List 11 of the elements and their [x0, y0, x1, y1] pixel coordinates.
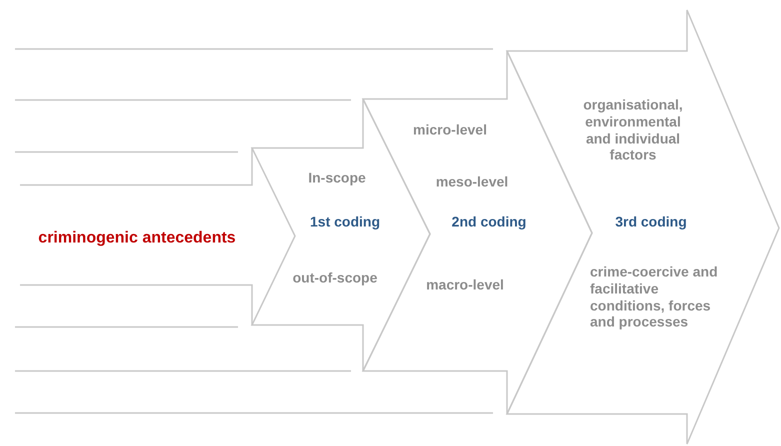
- category-label: out-of-scope: [292, 270, 378, 286]
- coding-stage-title: 1st coding: [310, 214, 380, 230]
- category-label: In-scope: [308, 170, 366, 186]
- coding-stage-title: 2nd coding: [452, 214, 526, 230]
- coding-stage-title: 3rd coding: [615, 214, 687, 230]
- concept-label: criminogenic antecedents: [38, 228, 236, 248]
- category-label: macro-level: [426, 276, 504, 294]
- category-label: crime-coercive and facilitative conditions, forces and processes: [590, 263, 718, 331]
- category-label: organisational, environmental and individual factors: [582, 96, 684, 164]
- category-label: micro-level: [413, 122, 487, 138]
- category-label: meso-level: [436, 174, 508, 190]
